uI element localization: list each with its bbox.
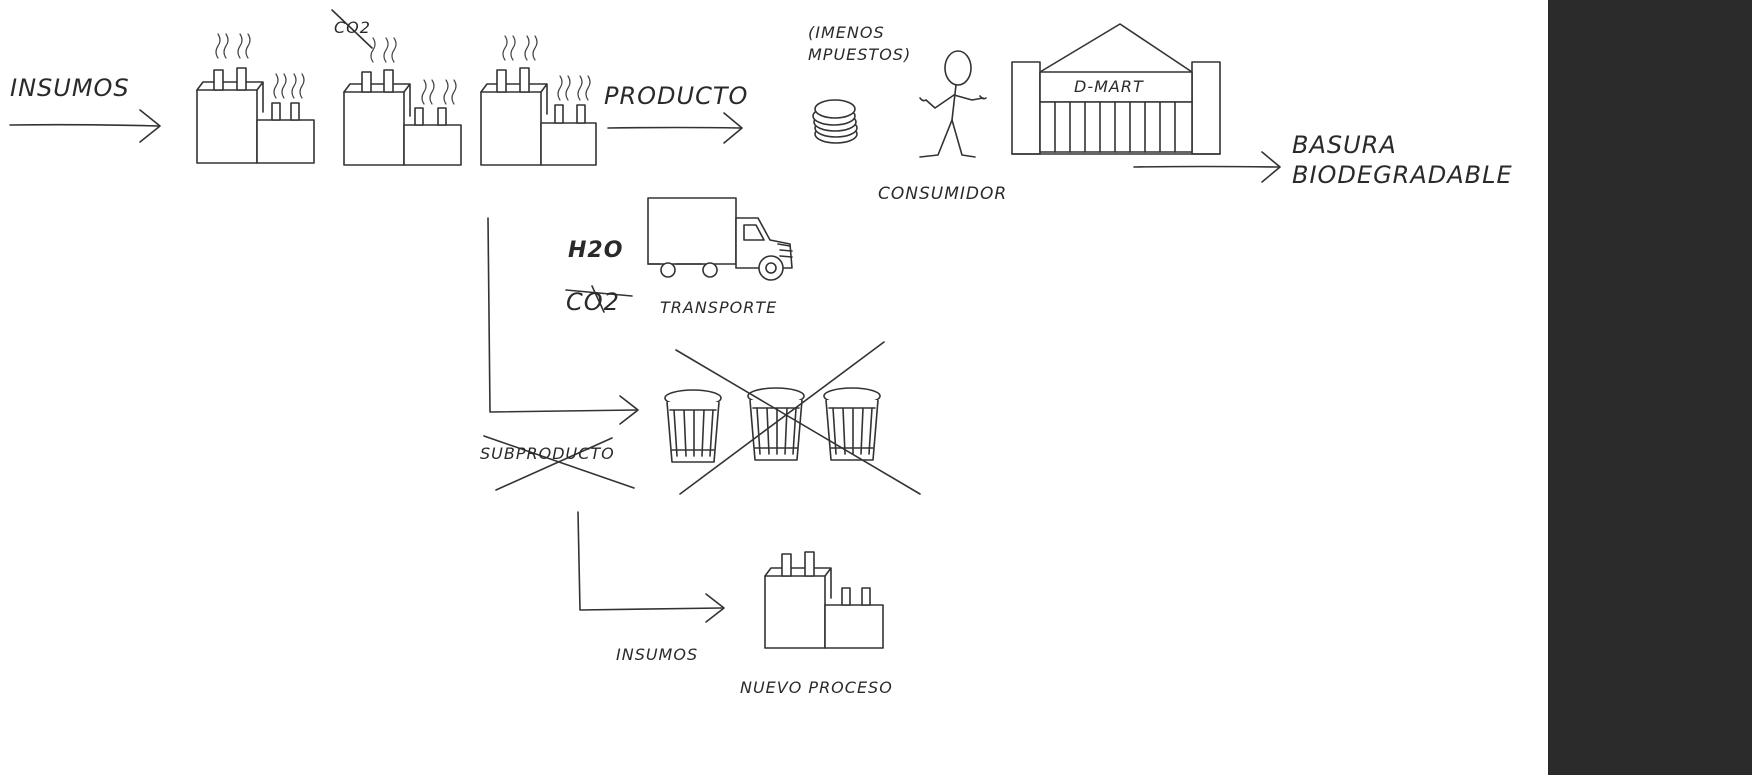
waste-arrow xyxy=(1133,151,1281,183)
subproducto-label: SUBPRODUCTO xyxy=(480,444,615,463)
insumos-output-label: INSUMOS xyxy=(616,645,699,664)
subproducto-strike xyxy=(483,435,635,491)
co2-transport-label: CO2 xyxy=(566,288,620,316)
insumos-arrow xyxy=(577,511,725,623)
store-icon xyxy=(1011,23,1221,155)
factory-2-icon xyxy=(343,37,462,166)
consumidor-label: CONSUMIDOR xyxy=(878,184,1008,204)
co2-transport-strike xyxy=(565,285,633,313)
product-arrow xyxy=(607,112,743,144)
menos-impuestos-label: (IMENOS MPUESTOS) xyxy=(808,23,912,64)
dmart-sign-label: D-MART xyxy=(1074,77,1144,96)
trash-cross-out xyxy=(675,341,921,495)
coins-icon xyxy=(812,99,858,144)
trash-can-1-icon xyxy=(664,389,722,463)
trash-can-3-icon xyxy=(823,387,881,461)
dark-side-panel xyxy=(1548,0,1752,775)
byproduct-arrow xyxy=(487,217,639,425)
input-arrow xyxy=(9,109,161,143)
new-process-factory-icon xyxy=(764,551,884,649)
trash-can-2-icon xyxy=(747,387,805,461)
producto-label: PRODUCTO xyxy=(604,82,749,110)
nuevo-proceso-label: NUEVO PROCESO xyxy=(740,678,893,697)
co2-top-label: CO2 xyxy=(334,18,371,37)
h2o-label: H2O xyxy=(568,238,624,263)
factory-3-icon xyxy=(480,35,597,166)
truck-icon xyxy=(647,197,793,281)
insumos-input-label: INSUMOS xyxy=(10,74,130,102)
transporte-label: TRANSPORTE xyxy=(660,298,778,317)
consumer-figure-icon xyxy=(919,50,987,158)
basura-label: BASURA BIODEGRADABLE xyxy=(1292,131,1513,189)
diagram-drawing xyxy=(9,9,1281,649)
factory-1-icon xyxy=(196,33,315,164)
co2-top-strike xyxy=(331,9,373,49)
